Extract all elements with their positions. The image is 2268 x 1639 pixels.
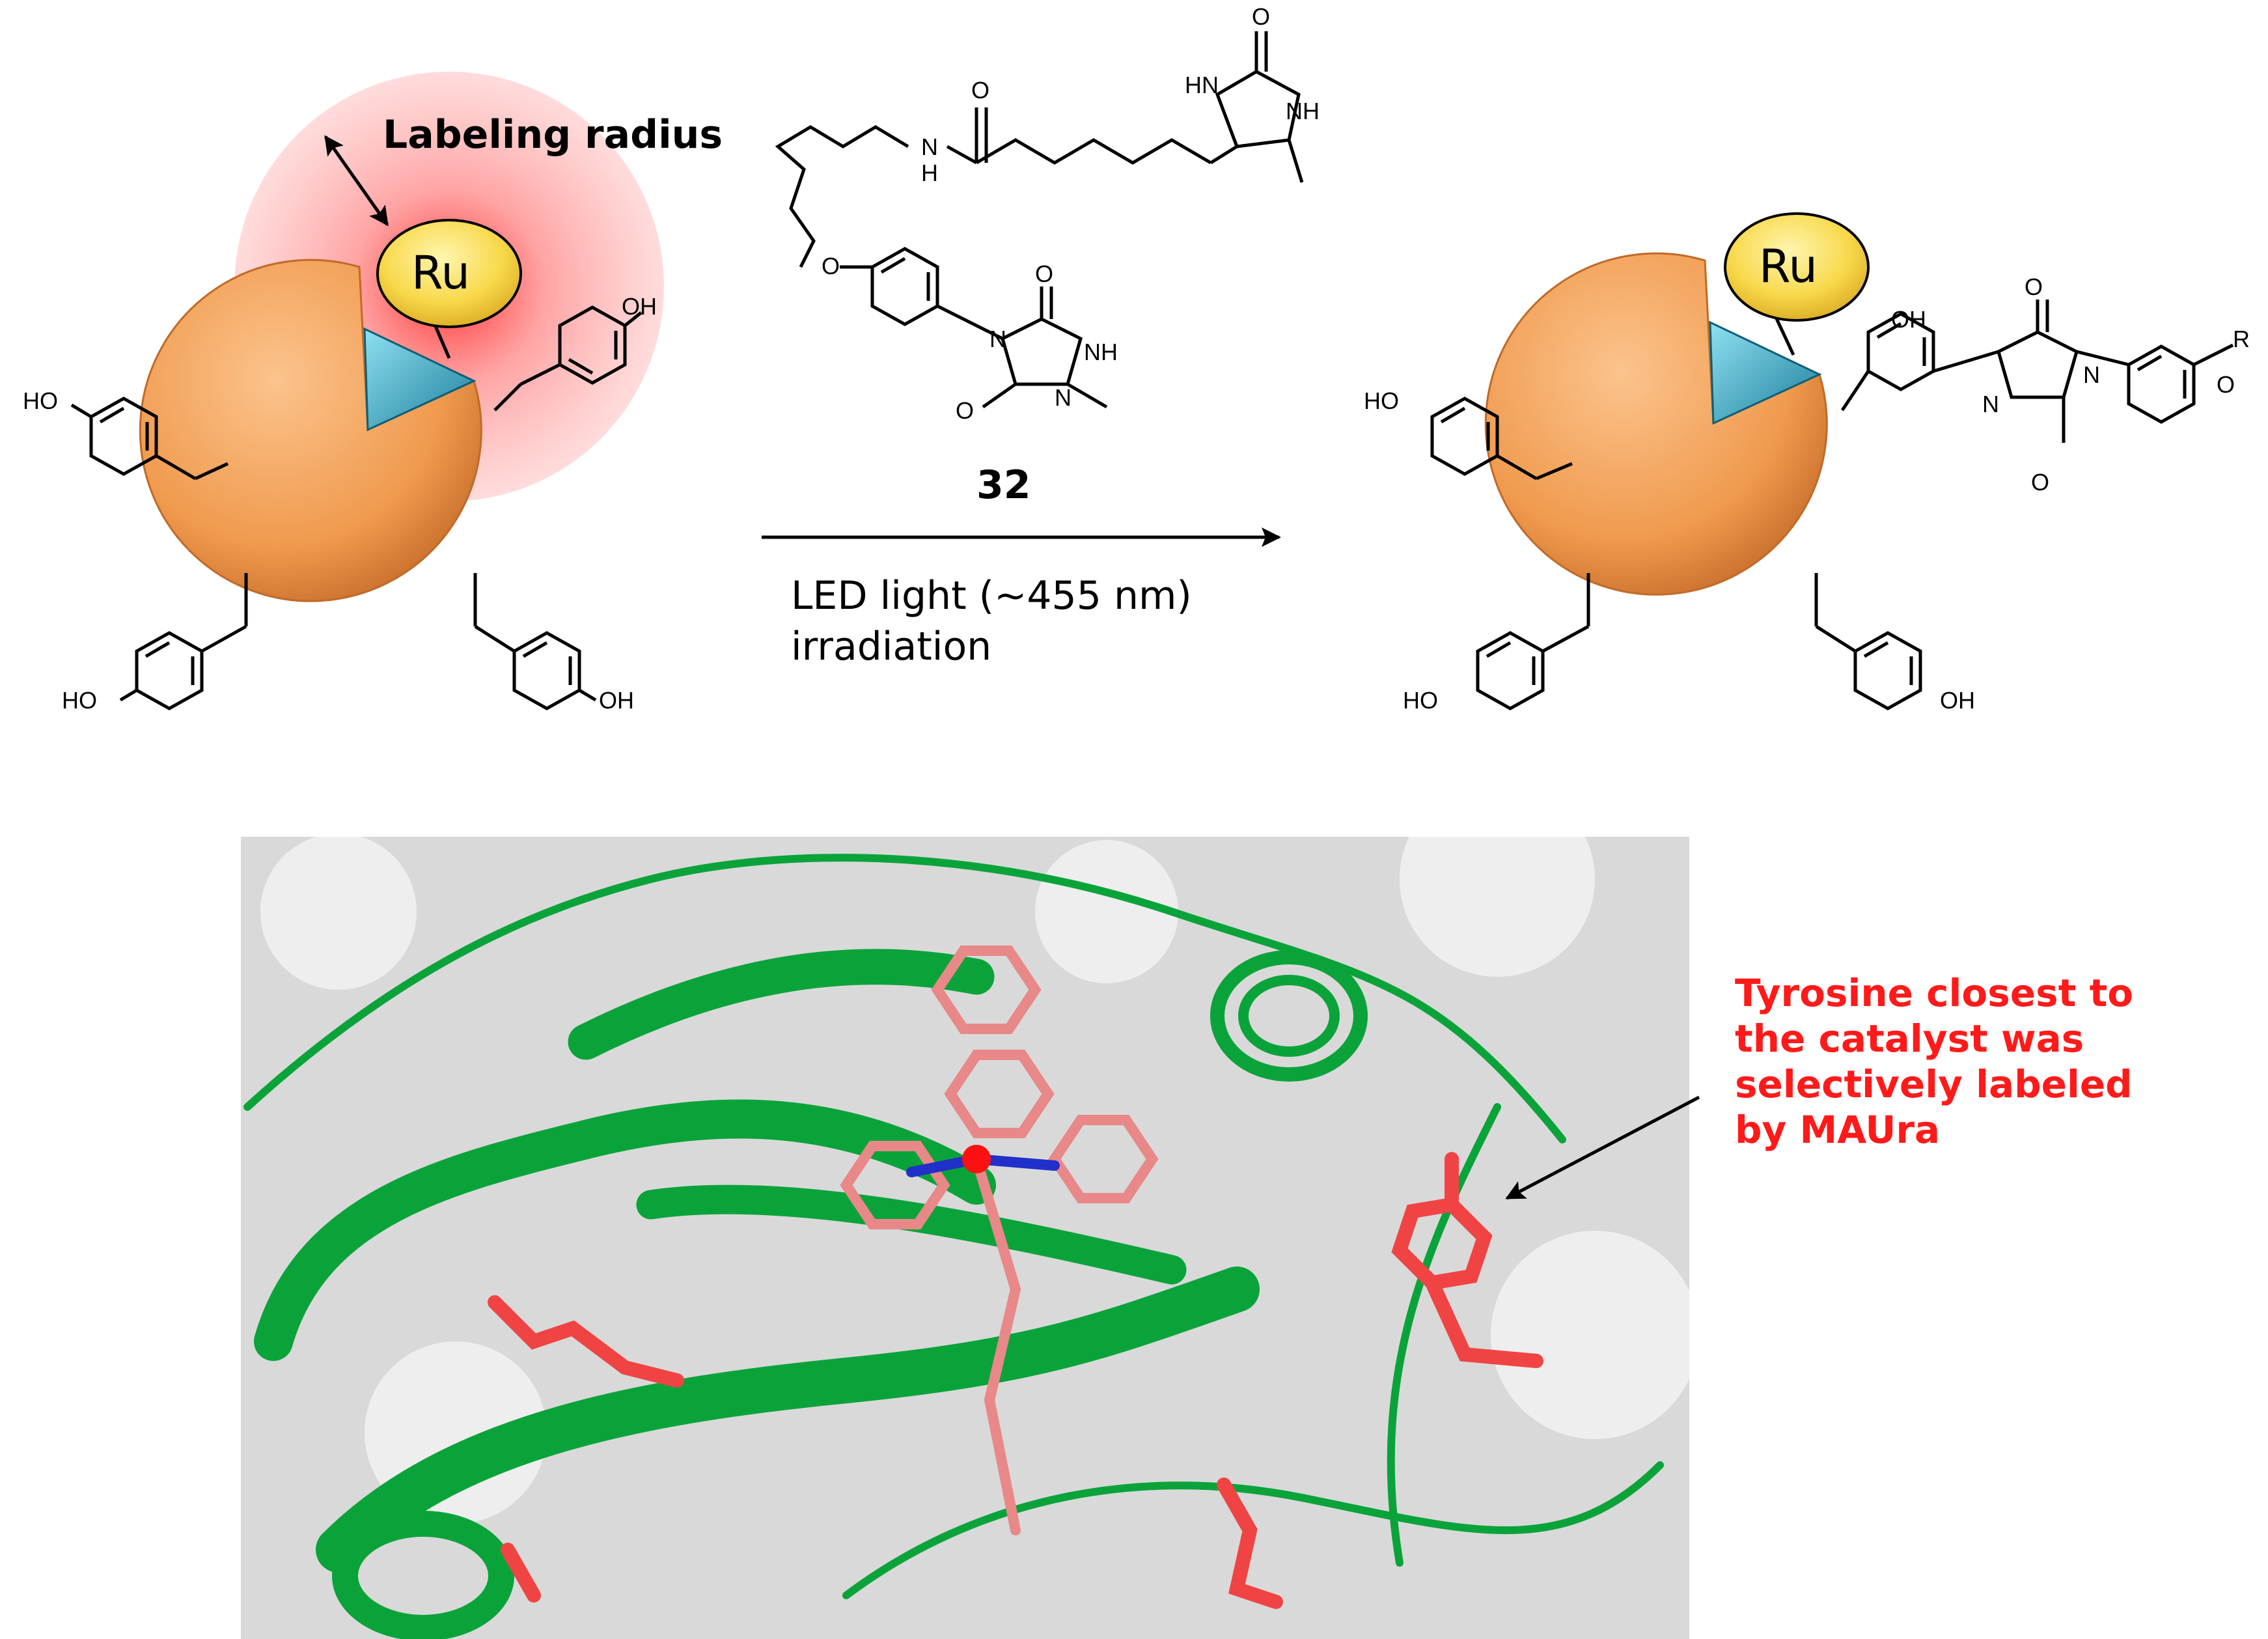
condition-line-1: LED light (~455 nm) xyxy=(791,573,1192,619)
annotation-arrow xyxy=(1505,1095,1700,1200)
tyrosine-bottom-left xyxy=(119,573,248,710)
ru-label-left: Ru xyxy=(411,246,470,300)
labeled-o-top: O xyxy=(2025,273,2043,300)
left-protein-scheme xyxy=(70,72,664,710)
labeled-n1: N xyxy=(1982,391,1999,417)
tyrosine-bottom-right-r xyxy=(1814,573,1922,710)
labeled-tyrosine xyxy=(1840,300,2234,443)
ru-catalyst-ball-right xyxy=(1724,212,1870,322)
reagent-hn: HN xyxy=(1185,72,1219,98)
annotation-line-1: Tyrosine closest to xyxy=(1735,971,2134,1015)
condition-line-2: irradiation xyxy=(791,624,992,669)
ho-left-tyrosine: HO xyxy=(23,387,58,414)
reagent-amide-o: O xyxy=(971,77,990,104)
labeling-radius-arrow xyxy=(324,135,389,227)
reagent-nh: NH xyxy=(1286,98,1320,124)
protein-body xyxy=(139,259,482,602)
ho-bottom-left-tyrosine: HO xyxy=(62,687,97,714)
right-protein-scheme xyxy=(1430,212,2234,710)
labeled-o-bottom: O xyxy=(2031,469,2050,496)
oh-labeled-tyrosine: OH xyxy=(1891,306,1926,333)
reagent-32-structure xyxy=(775,31,1304,409)
tyrosine-left xyxy=(70,397,229,481)
oh-bottom-right-tyrosine-r: OH xyxy=(1940,687,1975,714)
ribbon-cartoon xyxy=(243,854,1664,1639)
binding-pocket xyxy=(363,327,477,432)
annotation-line-3: selectively labeled xyxy=(1735,1062,2133,1106)
reagent-urazole-o-top: O xyxy=(1035,260,1054,287)
binding-pocket-labeled xyxy=(1709,320,1822,425)
reagent-ether-o: O xyxy=(822,253,840,279)
ho-left-tyrosine-r: HO xyxy=(1364,387,1399,414)
compound-number: 32 xyxy=(976,462,1031,508)
reagent-urazole-o-bottom: O xyxy=(956,397,975,424)
oh-top-tyrosine: OH xyxy=(622,293,657,320)
annotation-text: Tyrosine closest to the catalyst was sel… xyxy=(1735,970,2133,1153)
tyrosine-left-r xyxy=(1430,397,1573,481)
reagent-urazole-nh: NH xyxy=(1084,339,1118,365)
ligand-sticks xyxy=(840,946,1159,1535)
labeled-n4: N xyxy=(2083,361,2100,388)
reagent-o-top: O xyxy=(1252,3,1271,30)
reagent-urazole-n: N xyxy=(989,326,1006,352)
ru-catalyst-ball xyxy=(376,219,522,328)
protein-body-labeled xyxy=(1484,252,1828,596)
reagent-amide-h: H xyxy=(921,160,938,186)
tyrosine-bottom-right xyxy=(473,573,597,710)
tyrosine-bottom-left-r xyxy=(1476,573,1590,710)
labeling-radius-label: Labeling radius xyxy=(383,112,723,158)
labeled-aryl-o: O xyxy=(2217,371,2235,398)
reagent-urazole-n-methyl: N xyxy=(1055,384,1072,411)
oh-bottom-right-tyrosine: OH xyxy=(599,687,634,714)
annotation-line-2: the catalyst was xyxy=(1735,1016,2084,1061)
protein-structure-render xyxy=(241,781,1700,1639)
reagent-amide-n: N xyxy=(921,133,938,160)
labeled-r: R xyxy=(2233,326,2250,352)
tyrosine-sticks xyxy=(488,1152,1543,1609)
tyrosine-top xyxy=(493,305,643,412)
ho-bottom-left-tyrosine-r: HO xyxy=(1403,687,1438,714)
annotation-line-4: by MAUra xyxy=(1735,1108,1941,1152)
ru-label-right: Ru xyxy=(1759,240,1818,293)
